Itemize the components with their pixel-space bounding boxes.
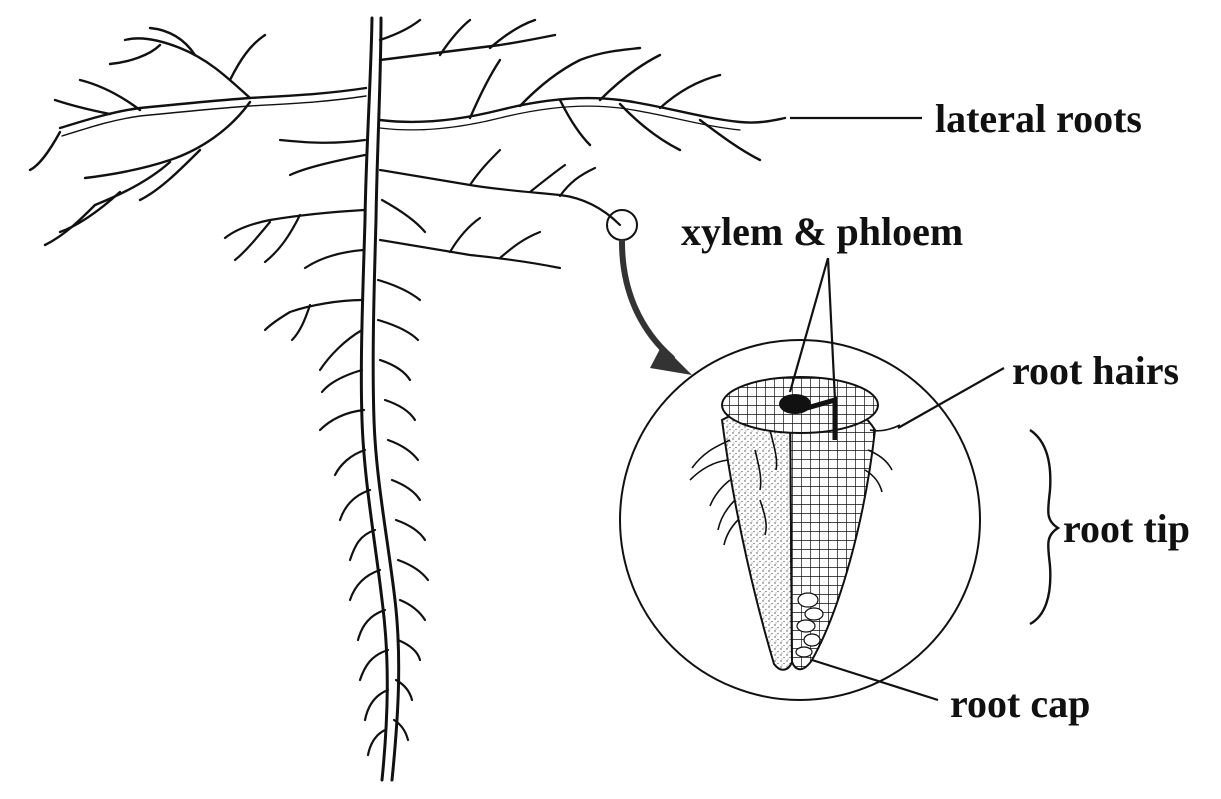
- arrow-head: [650, 345, 692, 375]
- root-tip-brace: [1030, 430, 1058, 624]
- label-root-cap: root cap: [950, 684, 1090, 724]
- selection-circle: [607, 210, 637, 240]
- leader-root-hairs: [898, 368, 1004, 428]
- label-root-tip: root tip: [1063, 509, 1190, 549]
- root-tip-detail: [620, 340, 980, 700]
- epidermis-surface: [722, 392, 792, 670]
- magnify-indicator: [607, 210, 692, 375]
- leader-xylem: [790, 258, 828, 392]
- lateral-root-to-detail: [378, 150, 620, 740]
- vascular-core: [779, 394, 811, 414]
- curved-arrow: [622, 242, 672, 358]
- lateral-root-upper-right: [380, 20, 785, 160]
- label-lateral-roots: lateral roots: [935, 99, 1142, 139]
- root-system: [30, 18, 785, 780]
- label-xylem-phloem: xylem & phloem: [681, 212, 963, 252]
- label-root-hairs: root hairs: [1012, 351, 1179, 391]
- leader-root-cap: [812, 660, 938, 700]
- lateral-root-upper-left: [30, 28, 366, 245]
